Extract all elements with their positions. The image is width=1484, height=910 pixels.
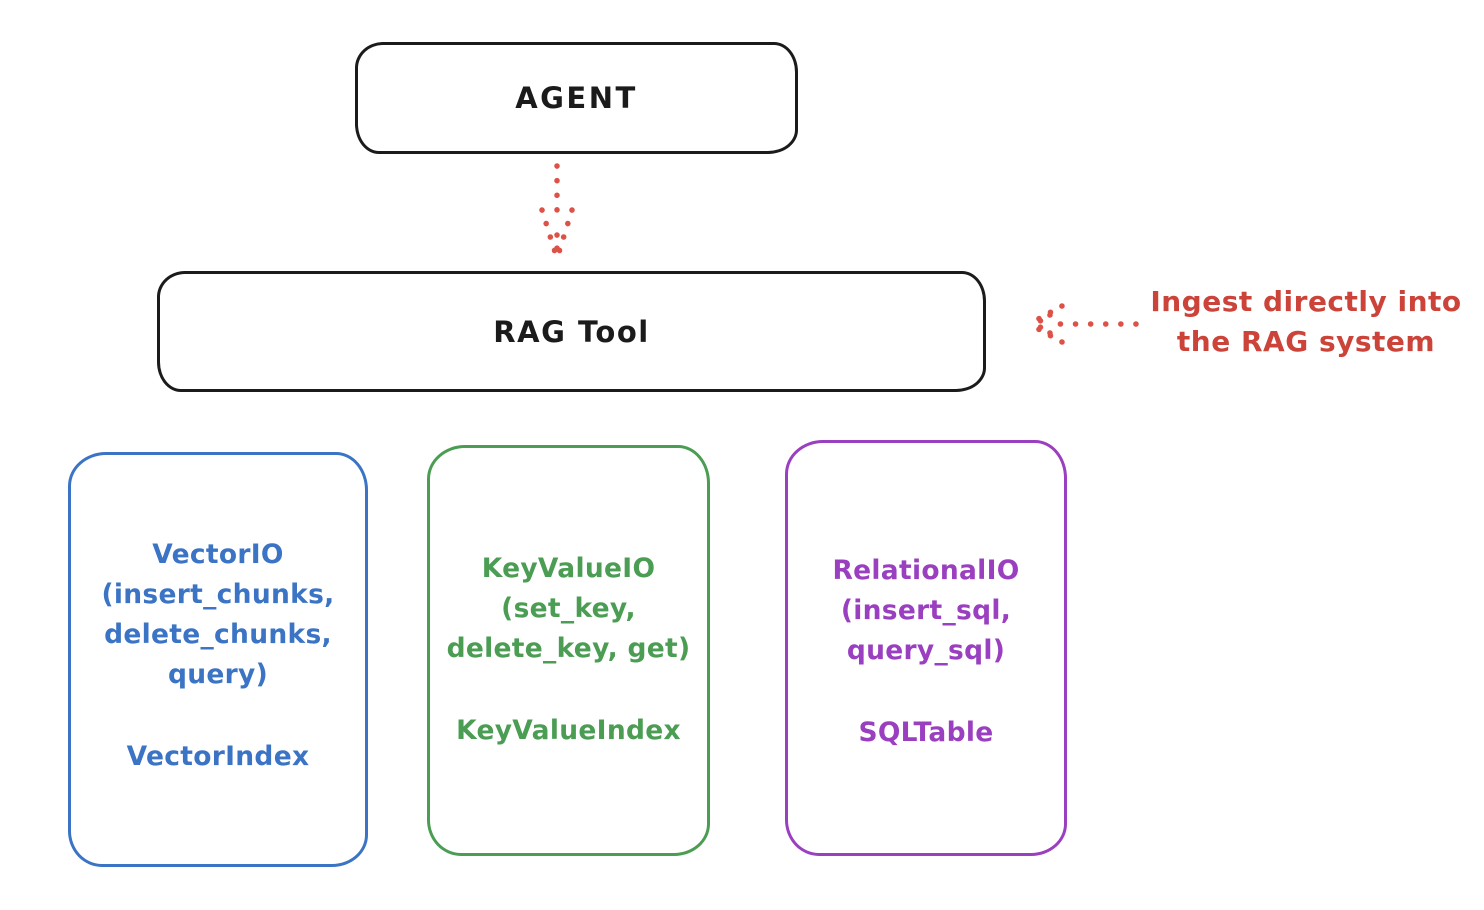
backend-keyvalue-text: KeyValueIO (set_key, delete_key, get)	[430, 549, 707, 669]
backend-index-label: SQLTable	[858, 717, 994, 748]
backend-vector-text: VectorIO (insert_chunks, delete_chunks, …	[71, 535, 365, 695]
agent-node: AGENT	[355, 42, 798, 154]
backend-line: delete_chunks,	[104, 619, 332, 650]
backend-line: KeyValueIO	[481, 553, 656, 584]
backend-box-vector-io: VectorIO (insert_chunks, delete_chunks, …	[68, 452, 368, 867]
backend-index-label: VectorIndex	[126, 741, 310, 772]
backend-line: (set_key,	[501, 593, 636, 624]
backend-relational-text: RelationalIO (insert_sql, query_sql)	[788, 551, 1064, 671]
backend-box-relational-io: RelationalIO (insert_sql, query_sql) SQL…	[785, 440, 1067, 856]
backend-line: query)	[167, 659, 269, 690]
agent-label: AGENT	[515, 81, 638, 115]
ingest-annotation-line-2: the RAG system	[1176, 325, 1436, 358]
backend-line: query_sql)	[846, 635, 1006, 666]
backend-line: delete_key, get)	[446, 633, 691, 664]
backend-box-keyvalue-io: KeyValueIO (set_key, delete_key, get) Ke…	[427, 445, 710, 856]
backend-index-label: KeyValueIndex	[456, 715, 681, 746]
backend-line: (insert_chunks,	[101, 579, 335, 610]
ragtool-node: RAG Tool	[157, 271, 986, 392]
ragtool-label: RAG Tool	[493, 314, 650, 349]
backend-line: VectorIO	[152, 539, 284, 570]
ingest-dotted-left-arrow-icon	[1027, 303, 1139, 345]
ingest-annotation: Ingest directly into the RAG system	[1128, 282, 1484, 362]
backend-line: (insert_sql,	[840, 595, 1012, 626]
ingest-annotation-line-1: Ingest directly into	[1150, 285, 1462, 318]
backend-line: RelationalIO	[832, 555, 1020, 586]
agent-to-ragtool-dotted-arrow-icon	[539, 163, 575, 260]
